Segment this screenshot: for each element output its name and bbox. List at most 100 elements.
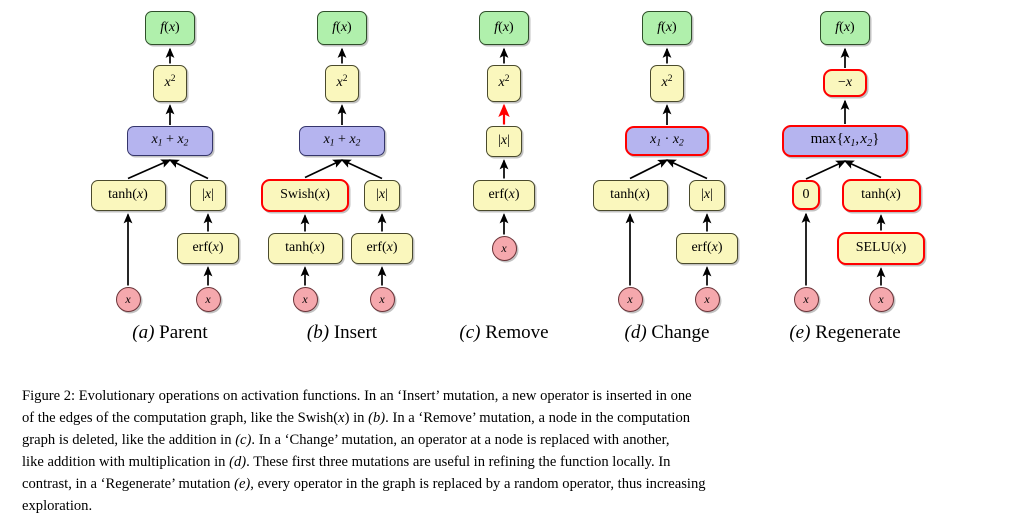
node-label: |x|	[701, 187, 713, 202]
caption-line: of the edges of the computation graph, l…	[22, 409, 691, 426]
node-label: x	[878, 292, 884, 306]
node-parent-abs: |x|	[190, 179, 226, 211]
panel-title: Insert	[333, 322, 378, 343]
node-regenerate-neg: −x	[823, 69, 867, 97]
node-label: x	[803, 292, 809, 306]
node-label: |x|	[498, 133, 510, 148]
node-label: 0	[802, 187, 810, 202]
node-insert-erf: erf(x)	[351, 232, 413, 264]
node-regenerate-input2: x	[868, 286, 894, 312]
caption-line: contrast, in a ‘Regenerate’ mutation (e)…	[22, 475, 706, 492]
node-insert-swish: Swish(x)	[261, 178, 349, 212]
panel-caption-insert: (b) Insert	[222, 322, 462, 344]
node-change-square: x2	[650, 64, 684, 102]
node-label: erf(x)	[488, 187, 520, 202]
panel-tag: (d)	[624, 322, 647, 343]
panel-tag: (a)	[132, 322, 155, 343]
node-label: x1 + x2	[151, 131, 189, 149]
panel-title: Parent	[159, 322, 208, 343]
node-parent-tanh: tanh(x)	[90, 179, 166, 211]
panel-tag: (c)	[459, 322, 481, 343]
panel-tag: (b)	[306, 322, 330, 343]
node-label: SELU(x)	[855, 240, 907, 255]
figure-graphic: f(x) x2 x1 + x2 tanh(x) |x| erf(x) x x f(x) x2 x1 …	[50, 11, 965, 344]
caption-line: like addition with multiplication in (d)…	[22, 453, 671, 470]
node-label: f(x)	[160, 20, 180, 35]
node-regenerate-selu: SELU(x)	[837, 231, 925, 265]
node-insert-input2: x	[369, 286, 395, 312]
node-label: x1 · x2	[650, 131, 684, 149]
edge-change-abs-to-mul	[665, 159, 708, 180]
panel-title: Remove	[485, 322, 549, 343]
node-change-output: f(x)	[642, 11, 692, 45]
node-insert-input1: x	[292, 286, 318, 312]
node-change-input2: x	[694, 286, 720, 312]
node-label: x	[627, 292, 633, 306]
node-change-tanh: tanh(x)	[592, 179, 668, 211]
node-parent-add: x1 + x2	[127, 126, 213, 156]
node-label: x	[379, 292, 385, 306]
edge-change-tanh-to-mul	[629, 159, 669, 180]
node-label: x	[704, 292, 710, 306]
edge-regenerate-tanh-to-max	[843, 160, 882, 179]
panel-caption-remove: (c) Remove	[384, 322, 624, 344]
edge-parent-tanh-to-add	[127, 159, 172, 180]
node-parent-square: x2	[153, 64, 187, 102]
node-remove-abs: |x|	[486, 125, 522, 157]
node-parent-input1: x	[115, 286, 141, 312]
node-insert-abs: |x|	[364, 179, 400, 211]
edge-parent-abs-to-add	[168, 159, 209, 180]
node-label: Swish(x)	[280, 187, 330, 202]
node-insert-tanh: tanh(x)	[267, 232, 343, 264]
node-regenerate-input1: x	[793, 286, 819, 312]
node-remove-output: f(x)	[479, 11, 529, 45]
node-label: x	[501, 241, 507, 255]
node-change-abs: |x|	[689, 179, 725, 211]
node-change-mul: x1 · x2	[625, 126, 709, 156]
node-insert-add: x1 + x2	[299, 126, 385, 156]
panel-title: Regenerate	[815, 322, 901, 343]
edge-insert-abs-to-add	[340, 159, 383, 180]
caption-line: exploration.	[22, 497, 93, 514]
node-label: x1 + x2	[323, 131, 361, 149]
node-change-erf: erf(x)	[676, 232, 738, 264]
node-label: tanh(x)	[108, 187, 148, 202]
node-label: tanh(x)	[610, 187, 650, 202]
edge-insert-swish-to-add	[304, 159, 344, 179]
panel-caption-regenerate: (e) Regenerate	[725, 322, 965, 344]
node-label: f(x)	[835, 20, 855, 35]
node-label: x2	[661, 74, 673, 91]
node-regenerate-tanh: tanh(x)	[841, 178, 921, 212]
node-remove-input1: x	[491, 235, 517, 261]
node-insert-output: f(x)	[317, 11, 367, 45]
node-label: tanh(x)	[285, 240, 325, 255]
node-remove-erf: erf(x)	[473, 179, 535, 211]
panel-title: Change	[651, 322, 710, 343]
node-label: max{x1, x2}	[810, 131, 880, 150]
node-label: f(x)	[657, 20, 677, 35]
node-label: x2	[498, 74, 510, 91]
node-label: f(x)	[332, 20, 352, 35]
node-label: erf(x)	[691, 240, 723, 255]
node-label: x2	[336, 74, 348, 91]
node-parent-input2: x	[195, 286, 221, 312]
node-label: x2	[164, 74, 176, 91]
node-label: erf(x)	[366, 240, 398, 255]
node-insert-square: x2	[325, 64, 359, 102]
caption-line: Figure 2: Evolutionary operations on act…	[22, 388, 692, 404]
node-label: f(x)	[494, 20, 514, 35]
panel-caption-change: (d) Change	[547, 322, 787, 344]
node-label: |x|	[202, 187, 214, 202]
node-label: x	[302, 292, 308, 306]
node-label: x	[205, 292, 211, 306]
graph-edges-layer	[123, 47, 886, 286]
node-regenerate-zero: 0	[792, 180, 820, 210]
node-regenerate-output: f(x)	[820, 11, 870, 45]
node-change-input1: x	[617, 286, 643, 312]
node-parent-erf: erf(x)	[177, 232, 239, 264]
panel-caption-parent: (a) Parent	[50, 322, 290, 344]
node-label: −x	[837, 75, 853, 90]
node-label: tanh(x)	[861, 187, 901, 202]
node-regenerate-max: max{x1, x2}	[782, 125, 908, 157]
figure-caption: Figure 2: Evolutionary operations on act…	[22, 386, 1002, 518]
